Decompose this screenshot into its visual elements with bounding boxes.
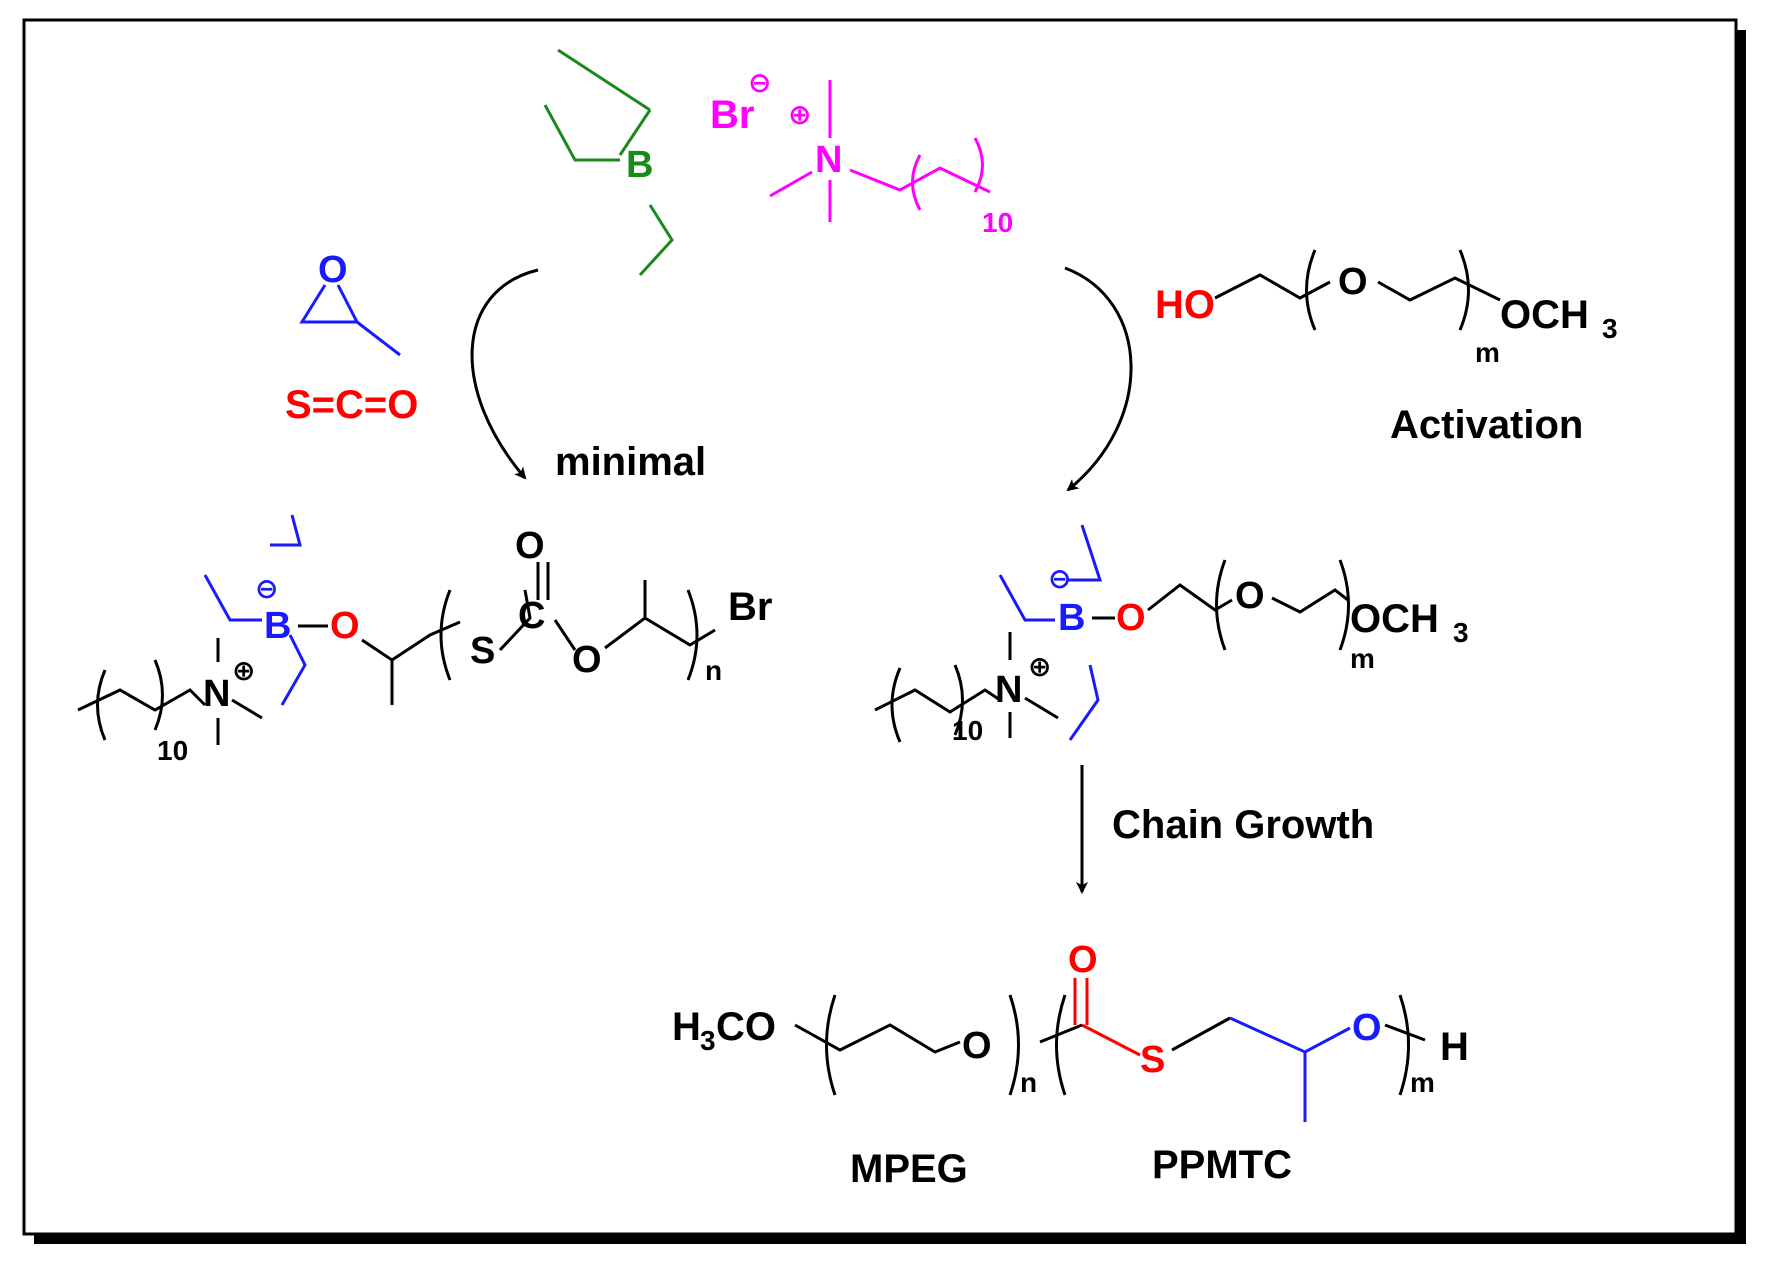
final-h: H bbox=[1440, 1025, 1469, 1069]
right-m: m bbox=[1350, 643, 1375, 674]
final-brackets bbox=[1055, 994, 1426, 1096]
right-boron-charge: ⊖ bbox=[1048, 563, 1071, 594]
nitrogen-atom: N bbox=[815, 139, 842, 181]
left-boron-charge: ⊖ bbox=[255, 573, 278, 604]
final-mpeg-bonds bbox=[794, 994, 1020, 1096]
final-o2: O bbox=[1352, 1007, 1382, 1049]
left-product-blue-bonds bbox=[203, 514, 307, 706]
ammonium-bonds bbox=[769, 80, 991, 222]
mpeg-ho: HO bbox=[1155, 283, 1215, 327]
final-n: n bbox=[1020, 1067, 1037, 1098]
plus-charge: ⊕ bbox=[788, 99, 811, 130]
right-och3-sub: 3 bbox=[1453, 617, 1469, 648]
activation-label: Activation bbox=[1390, 403, 1583, 447]
mpeg-och3: OCH bbox=[1500, 293, 1589, 337]
mpeg-m: m bbox=[1475, 337, 1500, 368]
final-h3co-h: H bbox=[672, 1005, 701, 1049]
boron-atom: B bbox=[626, 144, 653, 186]
triethylborane bbox=[543, 48, 674, 277]
right-peg-chain bbox=[1147, 559, 1350, 651]
minus-charge: ⊖ bbox=[748, 67, 771, 98]
final-carbonyl-o: O bbox=[1068, 939, 1098, 981]
right-ammonium bbox=[874, 632, 1059, 743]
final-ppmtc-red-bonds bbox=[1073, 978, 1141, 1057]
left-chain-repeat: 10 bbox=[157, 735, 188, 766]
chain-repeat: 10 bbox=[982, 207, 1013, 238]
mpeg-label: MPEG bbox=[850, 1147, 968, 1191]
mpeg-o: O bbox=[1338, 261, 1368, 303]
final-m: m bbox=[1410, 1067, 1435, 1098]
left-oxygen: O bbox=[330, 605, 360, 647]
final-ppmtc-blue-bonds bbox=[1229, 1016, 1351, 1122]
left-ammonium bbox=[77, 638, 263, 745]
right-chain-repeat: 10 bbox=[952, 715, 983, 746]
right-nitrogen: N bbox=[995, 669, 1022, 711]
final-h3co-co: CO bbox=[716, 1005, 776, 1049]
right-boron: B bbox=[1058, 597, 1085, 639]
left-n: n bbox=[705, 655, 722, 686]
mpeg-bonds bbox=[1214, 249, 1501, 331]
ppmtc-label: PPMTC bbox=[1152, 1143, 1292, 1187]
final-c-link bbox=[1039, 1023, 1083, 1044]
final-sulfur: S bbox=[1140, 1039, 1165, 1081]
left-product-chain bbox=[361, 562, 716, 705]
left-curved-arrow bbox=[470, 268, 539, 480]
right-peg-o: O bbox=[1235, 575, 1265, 617]
left-bromine: Br bbox=[728, 585, 772, 629]
chain-growth-label: Chain Growth bbox=[1112, 803, 1374, 847]
left-boron: B bbox=[264, 605, 291, 647]
left-ester-o: O bbox=[572, 639, 602, 681]
left-nitrogen: N bbox=[203, 673, 230, 715]
left-sulfur: S bbox=[470, 630, 495, 672]
minimal-label: minimal bbox=[555, 440, 706, 484]
right-oxygen: O bbox=[1116, 597, 1146, 639]
right-product-blue-bonds bbox=[998, 524, 1103, 741]
left-nitrogen-charge: ⊕ bbox=[232, 655, 255, 686]
cos-label: S=C=O bbox=[285, 383, 418, 427]
propylene-oxide bbox=[299, 284, 401, 357]
right-och3: OCH bbox=[1350, 597, 1439, 641]
mpeg-och3-sub: 3 bbox=[1602, 313, 1618, 344]
epoxide-oxygen: O bbox=[318, 249, 348, 291]
left-carbonyl-o: O bbox=[515, 525, 545, 567]
final-o1: O bbox=[962, 1025, 992, 1067]
bromide-label: Br bbox=[710, 93, 754, 137]
left-carbon: C bbox=[518, 595, 545, 637]
right-curved-arrow bbox=[1064, 266, 1133, 492]
final-h3co-sub: 3 bbox=[700, 1025, 716, 1056]
right-nitrogen-charge: ⊕ bbox=[1028, 651, 1051, 682]
final-sc-bond bbox=[1171, 1016, 1231, 1052]
